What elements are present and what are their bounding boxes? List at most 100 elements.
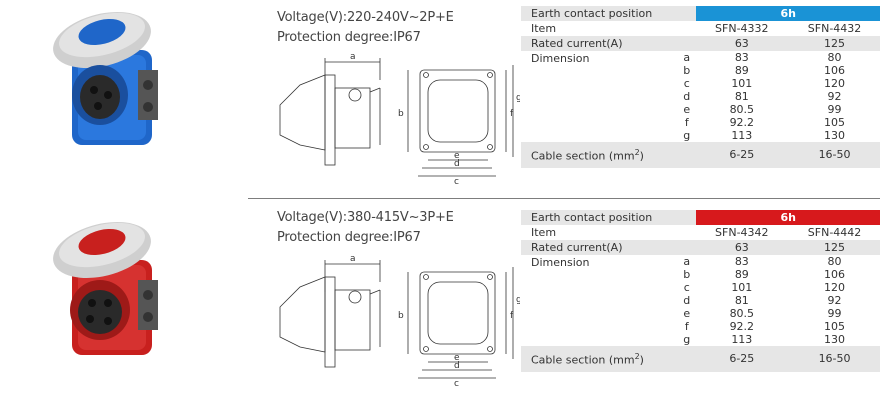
dim-letter: b [683,268,691,281]
earth-contact-label: Earth contact position [521,210,697,225]
dim-letter: e [683,307,691,320]
dimension-row: Dimension a b c d e f g 83 89 101 81 80.… [521,51,880,142]
spec-text: Voltage(V):220-240V~2P+E Protection degr… [277,8,454,48]
dim-value: 83 [734,255,749,268]
dim-value: 130 [824,129,846,142]
rated-current-label: Rated current(A) [521,240,697,255]
dim-value: 120 [824,281,846,294]
dimension-drawing: a b f g e d c [279,254,520,389]
dim-letter: c [683,77,690,90]
dim-label-b: b [398,311,404,321]
earth-contact-value: 6h [696,6,880,21]
dim-label-a: a [350,254,356,264]
cable-label-text: Cable section (mm [531,353,635,367]
item-value-2: SFN-4442 [789,225,880,240]
item-label: Item [521,21,697,36]
dim-value: 106 [824,64,846,77]
dim-value: 92.2 [729,116,755,129]
earth-contact-value: 6h [696,210,880,225]
item-label: Item [521,225,697,240]
cable-value-2: 16-50 [789,346,880,372]
earth-contact-row: Earth contact position 6h [521,6,880,21]
dim-label-d: d [454,159,460,169]
voltage-text: Voltage(V):220-240V~2P+E [277,10,454,25]
dim-letter: g [683,129,691,142]
dim-value: 101 [731,281,753,294]
dim-value: 101 [731,77,753,90]
dim-value: 89 [734,64,749,77]
dim-label-b: b [398,109,404,119]
dimension-col-2: 80 106 120 92 99 105 130 [789,51,880,142]
dim-letter: a [683,51,691,64]
earth-contact-label: Earth contact position [521,6,697,21]
spec-text: Voltage(V):380-415V~3P+E Protection degr… [277,208,454,248]
socket-photo-blue [53,12,158,145]
dim-value: 105 [824,320,846,333]
cable-label-text: Cable section (mm [531,149,635,163]
dim-letter: f [684,116,689,129]
dim-label-f: f [510,311,514,321]
dim-label-g: g [516,295,520,305]
item-value-2: SFN-4432 [789,21,880,36]
dim-letter: a [683,255,691,268]
earth-contact-row: Earth contact position 6h [521,210,880,225]
dim-value: 99 [827,307,842,320]
dimension-col-1: 83 89 101 81 80.5 92.2 113 [696,51,788,142]
spec-table: Earth contact position 6h Item SFN-4332 … [521,6,880,168]
cable-section-label: Cable section (mm2) [521,346,697,372]
socket-photo-red [53,222,158,355]
cable-section-label: Cable section (mm2) [521,142,697,168]
dim-value: 80.5 [729,307,755,320]
dim-letter: d [683,90,691,103]
dim-value: 89 [734,268,749,281]
dim-value: 113 [731,129,753,142]
dim-value: 92.2 [729,320,755,333]
cable-value-1: 6-25 [696,346,788,372]
dim-value: 80 [827,51,842,64]
spec-table: Earth contact position 6h Item SFN-4342 … [521,210,880,372]
item-value-1: SFN-4342 [696,225,788,240]
dim-label-e: e [454,353,460,363]
dim-label-c: c [454,177,459,187]
dimension-col-1: 83 89 101 81 80.5 92.2 113 [696,255,788,346]
rated-current-row: Rated current(A) 63 125 [521,240,880,255]
cable-label-sup: 2 [634,352,640,361]
cable-label-close: ) [639,149,644,163]
cable-label-close: ) [639,353,644,367]
voltage-text: Voltage(V):380-415V~3P+E [277,210,454,225]
item-row: Item SFN-4342 SFN-4442 [521,225,880,240]
protection-text: Protection degree:IP67 [277,30,421,45]
cable-value-2: 16-50 [789,142,880,168]
dim-label-d: d [454,361,460,371]
rated-current-row: Rated current(A) 63 125 [521,36,880,51]
dim-value: 80.5 [729,103,755,116]
dim-label-a: a [350,52,356,62]
dim-label-e: e [454,151,460,161]
rated-value-2: 125 [789,36,880,51]
dim-value: 113 [731,333,753,346]
dim-label-c: c [454,379,459,389]
cable-section-row: Cable section (mm2) 6-25 16-50 [521,142,880,168]
dim-letter: c [683,281,690,294]
protection-text: Protection degree:IP67 [277,230,421,245]
dim-value: 83 [734,51,749,64]
dimension-drawing: a b f g e d c [279,52,520,187]
dim-letter: f [684,320,689,333]
item-row: Item SFN-4332 SFN-4432 [521,21,880,36]
dimension-col-2: 80 106 120 92 99 105 130 [789,255,880,346]
dim-value: 130 [824,333,846,346]
dim-value: 92 [827,90,842,103]
dim-value: 105 [824,116,846,129]
product-panel-1: Voltage(V):220-240V~2P+E Protection degr… [53,6,880,187]
dim-letter: d [683,294,691,307]
cable-value-1: 6-25 [696,142,788,168]
section-divider [248,198,880,199]
dim-value: 92 [827,294,842,307]
dimension-letters: a b c d e f g [677,255,697,346]
dim-value: 106 [824,268,846,281]
dim-letter: e [683,103,691,116]
dim-value: 81 [734,294,749,307]
cable-label-sup: 2 [634,148,640,157]
rated-value-2: 125 [789,240,880,255]
dimension-label: Dimension [521,255,678,346]
